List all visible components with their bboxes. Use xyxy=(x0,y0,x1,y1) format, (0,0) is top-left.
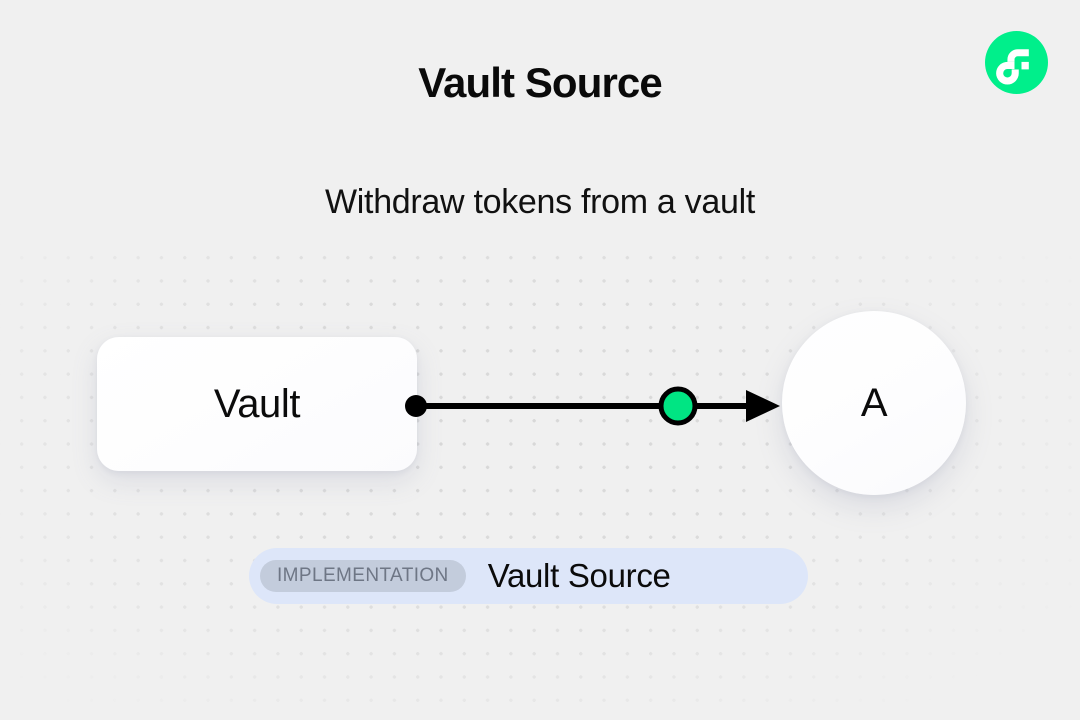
implementation-badge: IMPLEMENTATION Vault Source xyxy=(249,548,808,604)
implementation-chip-label: IMPLEMENTATION xyxy=(260,560,466,592)
node-label-vault: Vault xyxy=(213,381,301,426)
edge-arrowhead-icon xyxy=(746,390,780,422)
node-label-a: A xyxy=(860,380,888,425)
page-title: Vault Source xyxy=(418,59,663,106)
flow-logo xyxy=(985,31,1048,94)
implementation-value: Vault Source xyxy=(487,557,671,594)
edge-midpoint-node[interactable] xyxy=(658,386,698,426)
page-subtitle: Withdraw tokens from a vault xyxy=(325,183,755,221)
diagram-node-a[interactable]: A xyxy=(782,311,966,495)
diagram-node-vault[interactable]: Vault xyxy=(97,337,417,471)
